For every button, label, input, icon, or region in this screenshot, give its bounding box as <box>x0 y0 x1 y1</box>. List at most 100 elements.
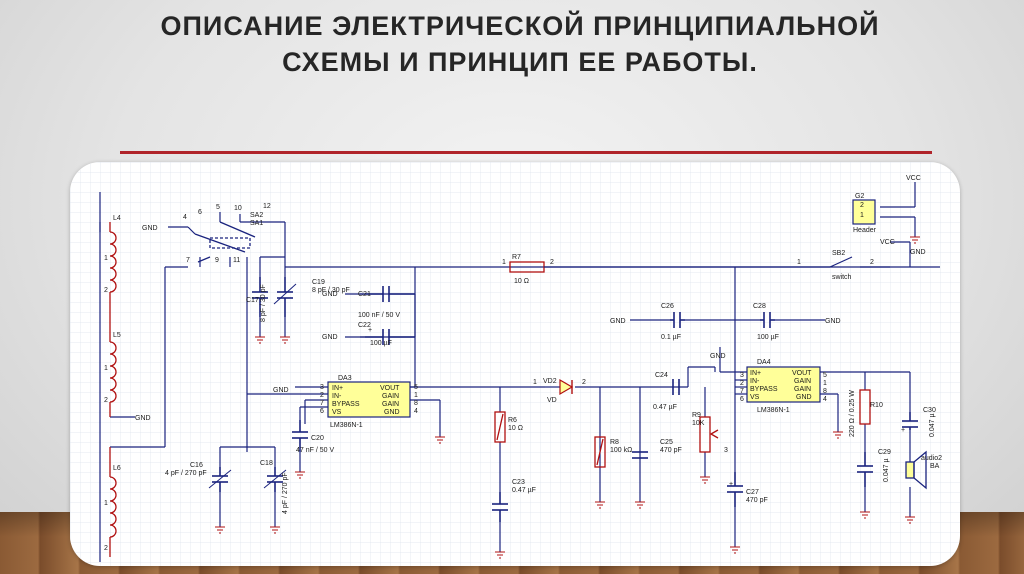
label-c25: C25 <box>660 439 673 446</box>
label-c30: C30 <box>923 407 936 414</box>
value-c29: 0.047 µ <box>883 459 890 483</box>
label-da4: DA4 <box>757 359 771 366</box>
da3-pin-gain2: GAIN <box>382 401 399 408</box>
label-r6: R6 <box>508 417 517 424</box>
label-r9: R9 <box>692 412 701 419</box>
label-vcc-sb2: VCC <box>880 239 895 246</box>
da4-pin-bypass: BYPASS <box>750 386 778 393</box>
l6-pin-1: 1 <box>104 500 108 507</box>
sw-pin-11: 11 <box>233 257 240 264</box>
speaker-ba <box>905 450 927 490</box>
value-c24: 0.47 µF <box>653 404 677 411</box>
value-c25: 470 pF <box>660 447 682 454</box>
label-gnd-sw: GND <box>142 225 158 232</box>
value-c21: 100 nF / 50 V <box>358 312 400 319</box>
da3-num-6: 6 <box>320 408 324 415</box>
value-c30: 0.047 µ <box>929 414 936 438</box>
inductors <box>109 222 117 557</box>
value-r10: 220 Ω / 0.25 W <box>849 390 856 437</box>
value-r9: 10K <box>692 420 705 427</box>
l4-pin-1: 1 <box>104 255 108 262</box>
ground-symbols <box>215 236 920 559</box>
schematic-diagram: L4 L5 L6 GND GND 4 6 5 10 SA2 SA1 12 7 9… <box>70 162 960 566</box>
component-labels: L4 L5 L6 GND GND 4 6 5 10 SA2 SA1 12 7 9… <box>104 175 942 552</box>
label-sb2: SB2 <box>832 250 845 257</box>
header-g2 <box>852 199 876 225</box>
label-r10: R10 <box>870 402 883 409</box>
value-r7: 10 Ω <box>514 278 529 285</box>
vd2-pin-1: 1 <box>533 379 537 386</box>
l5-pin-1: 1 <box>104 365 108 372</box>
plus-c22: + <box>368 327 372 334</box>
part-da4: LM386N-1 <box>757 407 790 414</box>
da4-num-7: 7 <box>740 388 744 395</box>
label-ba: BA <box>930 463 940 470</box>
da3-pin-inn: IN- <box>332 393 342 400</box>
label-l5: L5 <box>113 332 121 339</box>
l6-pin-2: 2 <box>104 545 108 552</box>
label-l6: L6 <box>113 465 121 472</box>
da4-num-3: 3 <box>740 372 744 379</box>
label-c19: C19 <box>312 279 325 286</box>
sw-pin-5: 5 <box>216 204 220 211</box>
r9-pin-3: 3 <box>724 447 728 454</box>
value-c18: 4 pF / 270 pF <box>282 472 289 514</box>
label-gnd-c22: GND <box>322 334 338 341</box>
label-g2: G2 <box>855 193 864 200</box>
da4-pin-gain1: GAIN <box>794 378 811 385</box>
da3-pin-vout: VOUT <box>380 385 400 392</box>
label-gnd-c26: GND <box>610 318 626 325</box>
value-c23: 0.47 µF <box>512 487 536 494</box>
da4-pin-inn: IN- <box>750 378 760 385</box>
da4-pin-vout: VOUT <box>792 370 812 377</box>
l4-pin-2: 2 <box>104 287 108 294</box>
label-c28: C28 <box>753 303 766 310</box>
title-underline <box>120 151 932 154</box>
slide-title: ОПИСАНИЕ ЭЛЕКТРИЧЕСКОЙ ПРИНЦИПИАЛЬНОЙ СХ… <box>160 11 880 77</box>
label-audio2: audio2 <box>921 455 942 462</box>
da3-num-2: 2 <box>320 392 324 399</box>
sw-pin-12: 12 <box>263 203 271 210</box>
da4-num-2: 2 <box>740 380 744 387</box>
da3-pin-bypass: BYPASS <box>332 401 360 408</box>
vd2-pin-2: 2 <box>582 379 586 386</box>
da4-pin-gain2: GAIN <box>794 386 811 393</box>
label-c17: C17 <box>246 297 259 304</box>
chip-da4 <box>746 366 821 403</box>
l5-pin-2: 2 <box>104 397 108 404</box>
da3-pin-vs: VS <box>332 409 342 416</box>
label-sa2: SA2 <box>250 212 263 219</box>
da4-pin-vs: VS <box>750 394 760 401</box>
da4-num-5: 5 <box>823 372 827 379</box>
da4-num-8: 8 <box>823 388 827 395</box>
label-c27: C27 <box>746 489 759 496</box>
da4-num-4: 4 <box>823 396 827 403</box>
r7-pin-1: 1 <box>502 259 506 266</box>
label-r7: R7 <box>512 254 521 261</box>
switch-sb2 <box>829 256 853 268</box>
sw-pin-10: 10 <box>234 205 242 212</box>
label-c22: C22 <box>358 322 371 329</box>
part-g2: Header <box>853 227 877 234</box>
label-r8: R8 <box>610 439 619 446</box>
label-c29: C29 <box>878 449 891 456</box>
da3-pin-inp: IN+ <box>332 385 343 392</box>
capacitors <box>208 277 918 522</box>
resistors <box>494 261 871 468</box>
value-c19: 8 pF / 30 pF <box>312 287 350 294</box>
r7-pin-2: 2 <box>550 259 554 266</box>
plus-c30: + <box>901 427 905 434</box>
value-c26: 0.1 µF <box>661 334 681 341</box>
diode-vd2 <box>545 378 574 396</box>
label-gnd-l4: GND <box>135 415 151 422</box>
da3-pin-gain1: GAIN <box>382 393 399 400</box>
sb2-pin-2: 2 <box>870 259 874 266</box>
label-c20: C20 <box>311 435 324 442</box>
label-vcc-top: VCC <box>906 175 921 182</box>
da3-num-7: 7 <box>320 400 324 407</box>
label-da3: DA3 <box>338 375 352 382</box>
label-gnd-g2: GND <box>910 249 926 256</box>
label-gnd-c21: GND <box>322 291 338 298</box>
value-r6: 10 Ω <box>508 425 523 432</box>
g2-pin-2: 2 <box>860 202 864 209</box>
